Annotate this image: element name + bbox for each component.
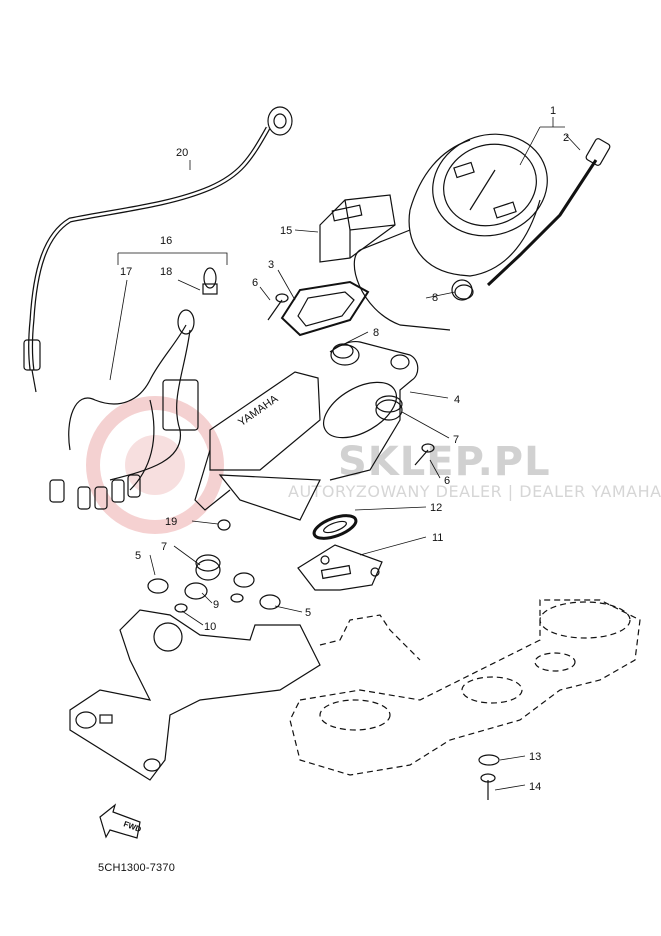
under-bracket-dashed — [289, 599, 641, 776]
callout-1: 1 — [550, 105, 556, 117]
bracket-plate — [297, 544, 383, 591]
callout-5b: 5 — [305, 607, 311, 619]
wire-harness — [49, 309, 199, 510]
diagram-code: 5CH1300-7370 — [98, 862, 176, 874]
callout-6b: 6 — [444, 475, 450, 487]
callout-3: 3 — [268, 259, 274, 271]
callout-8b: 8 — [432, 292, 438, 304]
watermark-logo-icon — [86, 396, 224, 534]
callout-13: 13 — [529, 751, 541, 763]
speedometer-drive-cable — [486, 138, 611, 287]
rubber-seal — [312, 514, 358, 540]
leader-lines — [109, 117, 581, 791]
fwd-arrow-icon — [99, 803, 141, 839]
callout-18: 18 — [160, 266, 172, 278]
callout-9: 9 — [213, 599, 219, 611]
callout-19: 19 — [165, 516, 177, 528]
collars-and-washers — [147, 284, 500, 766]
watermark: SKLEP.PL AUTORYZOWANY DEALER | DEALER YA… — [86, 396, 661, 534]
callout-17: 17 — [120, 266, 132, 278]
callout-2: 2 — [563, 132, 569, 144]
callout-10: 10 — [204, 621, 216, 633]
watermark-main-text: SKLEP.PL — [338, 439, 551, 485]
bulb — [202, 267, 218, 295]
callout-6a: 6 — [252, 277, 258, 289]
callout-7b: 7 — [161, 541, 167, 553]
callout-11: 11 — [432, 532, 443, 544]
indicator-light-box — [319, 194, 396, 263]
yamaha-cover-text: YAMAHA — [236, 393, 281, 429]
meter-cover — [194, 371, 321, 521]
callout-12: 12 — [430, 502, 442, 514]
callout-15: 15 — [280, 225, 292, 237]
speedometer-assembly — [353, 133, 548, 331]
callout-5a: 5 — [135, 550, 141, 562]
callout-20: 20 — [176, 147, 188, 159]
callout-7a: 7 — [453, 434, 459, 446]
callout-8a: 8 — [373, 327, 379, 339]
rubber-gasket — [280, 280, 370, 337]
callout-16: 16 — [160, 235, 172, 247]
meter-stay-bracket — [69, 609, 321, 781]
speedometer-cable — [23, 106, 293, 393]
rubber-grommet — [195, 395, 403, 581]
watermark-sub-text: AUTORYZOWANY DEALER | DEALER YAMAHA — [288, 482, 661, 501]
callout-4: 4 — [454, 394, 460, 406]
callout-numbers: 1 2 3 4 5 5 6 6 7 7 8 8 9 10 11 12 13 14… — [120, 105, 569, 793]
screws — [267, 293, 496, 800]
callout-14: 14 — [529, 781, 541, 793]
meter-housing — [323, 340, 419, 481]
